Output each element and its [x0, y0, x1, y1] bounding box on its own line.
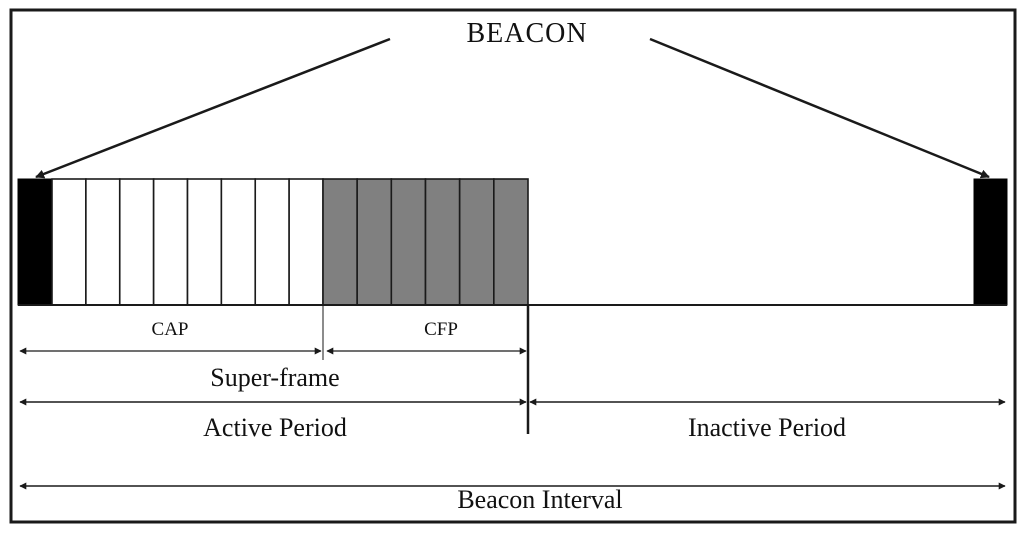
beacon-title: BEACON [466, 18, 587, 49]
cap-slot-3 [118, 178, 155, 306]
cap-slot-5 [186, 178, 223, 306]
beacon-arrow-left [35, 37, 391, 179]
beacon-block-start [17, 178, 53, 306]
cfp-slots [322, 178, 529, 306]
cfp-label: CFP [424, 319, 458, 340]
superframe-label: Super-frame [210, 363, 339, 392]
cap-slot-2 [85, 178, 121, 306]
cap-slot-8 [288, 178, 324, 306]
beacon-block-end [973, 178, 1008, 306]
cap-slot-7 [254, 178, 290, 306]
cap-slot-1 [51, 178, 87, 306]
inactive-period-label: Inactive Period [688, 413, 846, 442]
cfp-slot-5 [458, 178, 495, 306]
beacon-interval-label: Beacon Interval [457, 485, 622, 514]
active-period-label: Active Period [203, 413, 347, 442]
cfp-slot-4 [424, 178, 461, 306]
cfp-slot-3 [390, 178, 427, 306]
cap-slot-4 [152, 178, 189, 306]
cfp-slot-2 [356, 178, 393, 306]
cap-slot-6 [220, 178, 257, 306]
cap-slots [51, 178, 324, 306]
cap-label: CAP [152, 319, 189, 340]
cfp-slot-6 [493, 178, 529, 306]
beacon-arrow-right [649, 37, 990, 179]
cfp-slot-1 [322, 178, 358, 306]
